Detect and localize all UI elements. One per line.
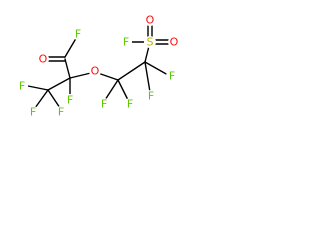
bond-c4-f-right: [144, 61, 169, 76]
atom-o-sulfonyl-upper: O: [146, 14, 155, 27]
bond-cf3-f-bottom2: [47, 89, 61, 109]
atom-f-acyl: F: [75, 28, 81, 41]
bond-c3-f-bottom1: [104, 79, 119, 101]
bond-c3-f-bottom2: [117, 79, 129, 101]
atom-f-cf3-bottom2: F: [58, 106, 64, 119]
bonds: [27, 23, 171, 109]
bond-c3-c4: [117, 61, 146, 81]
atom-f-c4-bottom: F: [148, 90, 154, 103]
atom-o-carbonyl: O: [39, 53, 48, 66]
atom-o-ether: O: [91, 65, 100, 78]
atom-o-sulfonyl-right: O: [170, 36, 179, 49]
atom-labels: F O O F F F F F F F F S O O: [16, 14, 180, 119]
atom-f-c3-bottom1: F: [101, 98, 107, 111]
atom-s-sulfonyl: S: [147, 36, 154, 49]
bond-c1-c2: [64, 58, 71, 79]
bond-c2-c-cf3: [47, 77, 71, 91]
atom-f-c3-bottom2: F: [127, 98, 133, 111]
atom-f-alpha: F: [67, 94, 73, 107]
chemical-structure-diagram: F O O F F F F F F F F S O O: [16, 14, 180, 119]
atom-f-cf3-left: F: [19, 80, 25, 93]
atom-f-c4-right: F: [169, 70, 175, 83]
atom-f-sulfonyl: F: [123, 36, 129, 49]
atom-f-cf3-bottom1: F: [30, 106, 36, 119]
bond-cf3-f-bottom1: [34, 89, 49, 109]
bond-cf3-f-left: [27, 85, 49, 91]
bond-c4-f-bottom: [144, 61, 151, 93]
